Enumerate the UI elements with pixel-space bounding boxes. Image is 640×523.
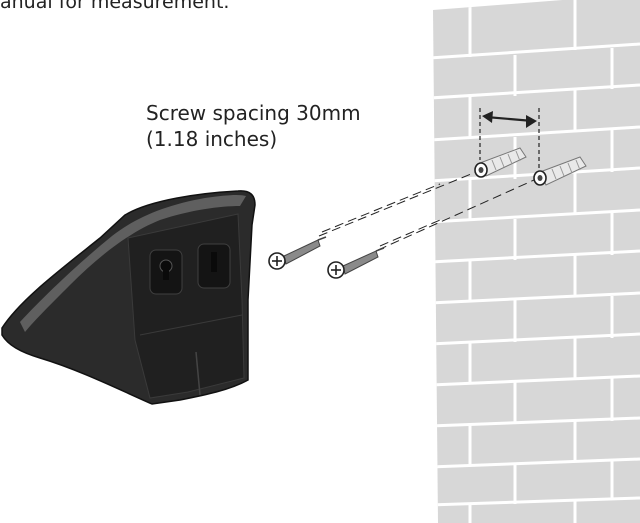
caption-top: anual for measurement.: [0, 0, 230, 13]
bracket-inner-face: [127, 213, 245, 399]
alignment-lines: [318, 171, 535, 251]
mortar-lines: [433, 0, 640, 523]
bracket-top-edge: [20, 194, 246, 332]
double-headed-arrow-icon: [485, 115, 534, 123]
anchor-left: [474, 147, 527, 178]
screw-right: [327, 247, 385, 279]
bracket-slot-left: [149, 249, 183, 295]
wall-mount-bracket: [1, 190, 256, 405]
anchor-right: [533, 156, 587, 186]
phillips-screw-icon: [268, 236, 385, 279]
wall-anchor-icon: [474, 147, 587, 186]
bracket-slot-right: [197, 243, 231, 289]
screw-spacing-line2: (1.18 inches): [146, 127, 278, 151]
screw-spacing-label: Screw spacing 30mm (1.18 inches): [146, 100, 361, 152]
screw-left: [268, 236, 327, 270]
brick-wall: [433, 0, 640, 523]
screw-spacing-line1: Screw spacing 30mm: [146, 101, 361, 125]
spacing-dimension: [479, 108, 540, 170]
